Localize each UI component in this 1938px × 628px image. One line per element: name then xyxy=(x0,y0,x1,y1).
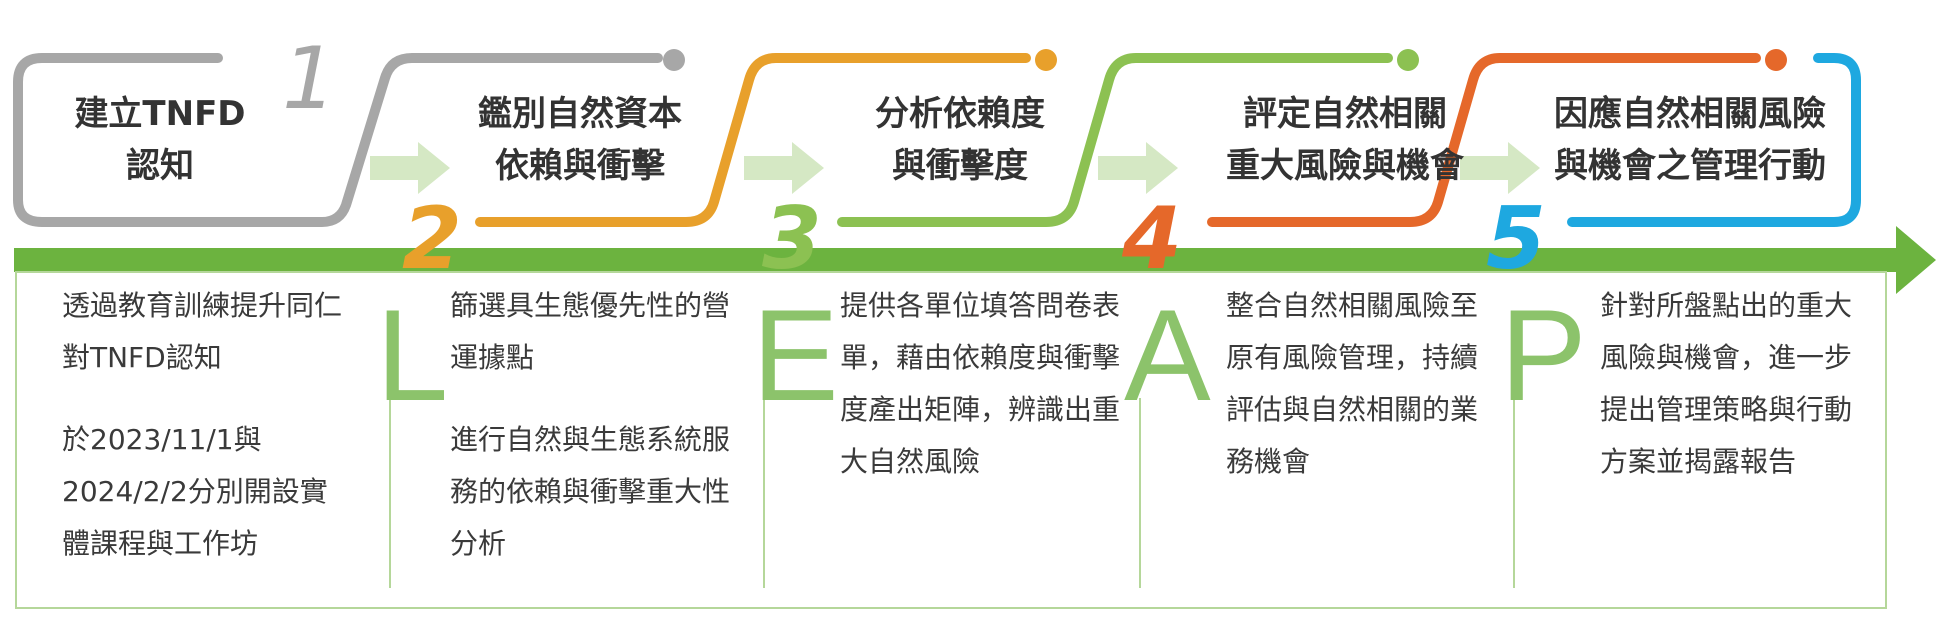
step-1-desc-2: 於2023/11/1與2024/2/2分別開設實體課程與工作坊 xyxy=(62,423,328,560)
step-2-dot xyxy=(1035,49,1057,71)
step-1-desc-1: 透過教育訓練提升同仁對TNFD認知 xyxy=(62,289,343,374)
description-box xyxy=(15,271,1887,609)
step-5-title: 因應自然相關風險 與機會之管理行動 xyxy=(1540,88,1840,192)
letter-E: E xyxy=(752,282,839,428)
step-3-title-line-2: 與衝擊度 xyxy=(892,146,1028,186)
step-5-track xyxy=(1567,53,1861,227)
step-2-title-line-1: 鑑別自然資本 xyxy=(478,94,682,134)
small-arrow-2 xyxy=(744,142,824,194)
step-5-description: 針對所盤點出的重大風險與機會，進一步提出管理策略與行動方案並揭露報告 xyxy=(1600,280,1860,488)
step-4-description: 整合自然相關風險至原有風險管理，持續評估與自然相關的業務機會 xyxy=(1226,280,1488,488)
step-3-dot xyxy=(1397,49,1419,71)
step-1-description: 透過教育訓練提升同仁對TNFD認知 於2023/11/1與2024/2/2分別開… xyxy=(62,280,352,570)
step-5-desc-1: 針對所盤點出的重大風險與機會，進一步提出管理策略與行動方案並揭露報告 xyxy=(1600,289,1853,478)
small-arrow-3 xyxy=(1098,142,1178,194)
step-3-track xyxy=(837,53,1393,227)
letter-A: A xyxy=(1124,282,1211,428)
step-5-title-line-1: 因應自然相關風險 xyxy=(1554,94,1826,134)
step-2-title-line-2: 依賴與衝擊 xyxy=(495,146,665,186)
small-arrow-1 xyxy=(370,142,450,194)
main-timeline-arrow xyxy=(14,226,1936,294)
step-2-desc-1: 篩選具生態優先性的營運據點 xyxy=(450,289,731,374)
step-4-title-line-2: 重大風險與機會 xyxy=(1226,146,1464,186)
step-4-dot xyxy=(1765,49,1787,71)
step-2-title: 鑑別自然資本 依賴與衝擊 xyxy=(430,88,730,192)
step-1-title: 建立TNFD 認知 xyxy=(40,88,280,192)
step-4-number: 4 xyxy=(1122,189,1182,289)
step-2-track xyxy=(475,53,1031,227)
step-3-title-line-1: 分析依賴度 xyxy=(875,94,1045,134)
step-2-desc-2: 進行自然與生態系統服務的依賴與衝擊重大性分析 xyxy=(450,423,731,560)
step-3-desc-1: 提供各單位填答問卷表單，藉由依賴度與衝擊度產出矩陣，辨識出重大自然風險 xyxy=(840,289,1121,478)
step-5-title-line-2: 與機會之管理行動 xyxy=(1554,146,1826,186)
step-4-desc-1: 整合自然相關風險至原有風險管理，持續評估與自然相關的業務機會 xyxy=(1226,289,1479,478)
step-5-number: 5 xyxy=(1486,189,1546,289)
step-1-dot xyxy=(663,49,685,71)
letter-P: P xyxy=(1500,282,1587,428)
step-1-number: 1 xyxy=(282,29,337,129)
step-2-description: 篩選具生態優先性的營運據點 進行自然與生態系統服務的依賴與衝擊重大性分析 xyxy=(450,280,738,570)
step-4-title: 評定自然相關 重大風險與機會 xyxy=(1180,88,1510,192)
step-1-title-line-2: 認知 xyxy=(126,146,194,186)
step-3-description: 提供各單位填答問卷表單，藉由依賴度與衝擊度產出矩陣，辨識出重大自然風險 xyxy=(840,280,1130,488)
step-1-title-line-1: 建立TNFD xyxy=(74,94,246,134)
step-4-title-line-1: 評定自然相關 xyxy=(1243,94,1447,134)
step-4-track xyxy=(1207,53,1761,227)
small-arrow-4 xyxy=(1460,142,1540,194)
step-2-number: 2 xyxy=(402,189,462,289)
step-3-title: 分析依賴度 與衝擊度 xyxy=(810,88,1110,192)
step-1-track xyxy=(13,53,663,227)
step-3-number: 3 xyxy=(762,189,822,289)
letter-L: L xyxy=(376,282,449,428)
